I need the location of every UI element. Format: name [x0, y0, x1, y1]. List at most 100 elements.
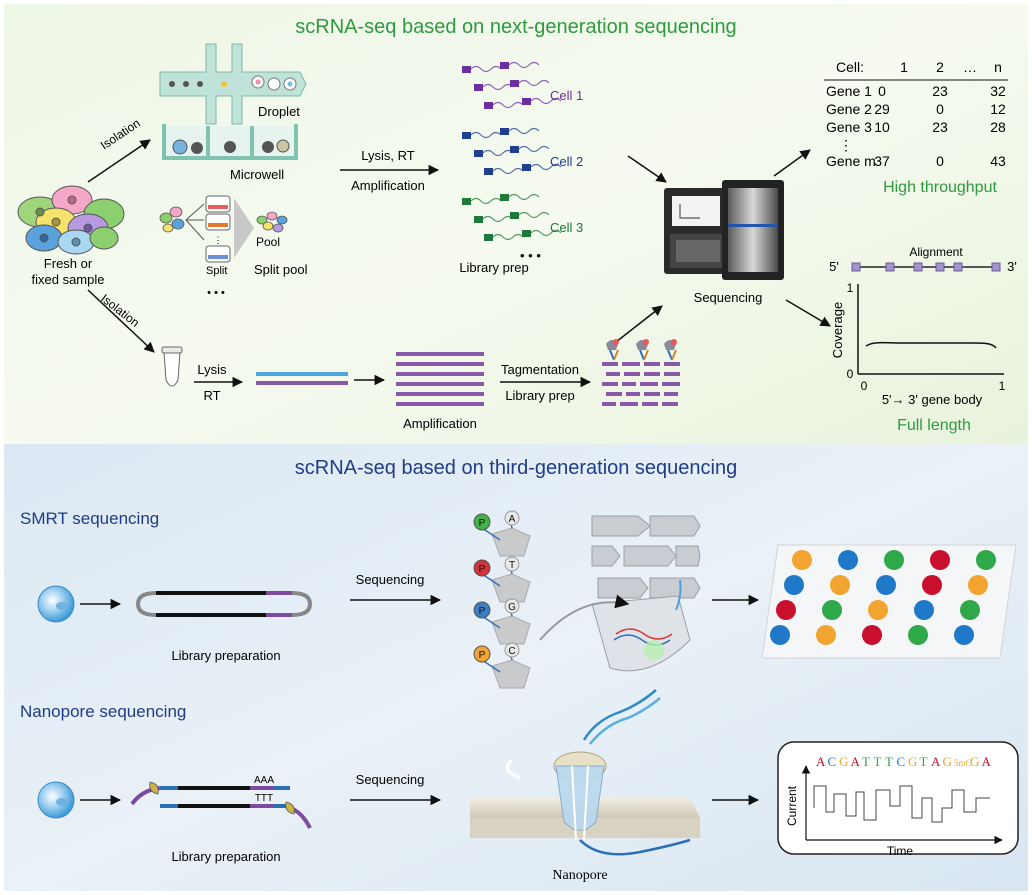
sequencer-instrument-icon — [664, 180, 784, 280]
isolation-arrow-top — [87, 139, 151, 183]
nanopore-library-construct-icon — [130, 781, 312, 829]
tagmented-fragments — [602, 339, 680, 406]
base-call: A — [931, 754, 941, 769]
table-cell: 0 — [878, 83, 886, 99]
library-prep-label: Library prep — [459, 260, 528, 275]
microwell-label: Microwell — [230, 167, 284, 182]
base-call: C — [897, 754, 906, 769]
coverage-ytick-top: 1 — [847, 281, 854, 295]
gene-body-axis-label: 5'→ 3' gene body — [882, 392, 983, 407]
method-ellipsis: • • • — [207, 287, 225, 299]
table-row-gene: Gene 3 — [826, 119, 872, 135]
nanopore-library-label: Library preparation — [171, 849, 280, 864]
smrt-library-label: Library preparation — [171, 648, 280, 663]
amplified-cdna-stack — [396, 352, 484, 406]
nanopore-membrane-icon — [470, 689, 700, 856]
split-label: Split — [206, 265, 227, 277]
table-cell: 37 — [874, 153, 890, 169]
phosphate-label: P — [479, 564, 486, 575]
smrt-heading: SMRT sequencing — [20, 509, 159, 528]
current-signal-box — [777, 741, 1019, 855]
phosphate-label: P — [479, 606, 486, 617]
base-call: G — [908, 754, 917, 769]
base-call: G — [839, 754, 848, 769]
base-call: T — [862, 754, 870, 769]
fluorescence-dot — [792, 550, 812, 570]
arrow-to-sequencer-bottom — [615, 305, 663, 343]
table-row-gene: Gene 1 — [826, 83, 872, 99]
cell-3-label: Cell 3 — [550, 220, 583, 235]
alignment-label: Alignment — [909, 245, 963, 259]
polymerase-well-detail — [613, 579, 682, 660]
fluorescence-dot — [976, 550, 996, 570]
fluorescence-dot — [914, 600, 934, 620]
three-prime-label: 3' — [1007, 259, 1017, 274]
fluorescence-dot — [954, 625, 974, 645]
poly-a-label: AAA — [254, 775, 274, 786]
coverage-axis-label: Coverage — [830, 302, 845, 358]
microwell-plate-icon — [162, 124, 298, 160]
table-vertical-ellipsis: ⋮ — [839, 137, 853, 153]
cell-libraries: Cell 1 Cell 2 Cell 3 — [462, 61, 583, 241]
base-label: T — [509, 560, 515, 571]
smrtbell-template-icon — [135, 591, 313, 617]
fluorescence-dot — [884, 550, 904, 570]
tgs-title: scRNA-seq based on third-generation sequ… — [295, 457, 738, 479]
table-cell: 0 — [936, 153, 944, 169]
cell-ellipsis: • • • — [520, 248, 541, 263]
lysis-rt-label: Lysis, RT — [361, 148, 415, 163]
table-cell: 29 — [874, 101, 890, 117]
phosphate-label: P — [479, 650, 486, 661]
base-label: G — [508, 602, 516, 613]
base-call: G — [970, 754, 979, 769]
amplification-top-label: Amplification — [351, 178, 425, 193]
table-row-gene: Gene m — [826, 153, 876, 169]
fluorescence-dot — [776, 600, 796, 620]
fluorescence-dot — [922, 575, 942, 595]
fluorescence-dot — [838, 550, 858, 570]
fluorescence-dot — [784, 575, 804, 595]
fluorescence-dot — [908, 625, 928, 645]
table-cell: 0 — [936, 101, 944, 117]
fluorescence-dot — [968, 575, 988, 595]
nanopore-sequencing-label: Sequencing — [356, 772, 425, 787]
zmw-array-icon — [591, 515, 701, 672]
ngs-title: scRNA-seq based on next-generation seque… — [295, 16, 736, 38]
nanopore-label: Nanopore — [552, 868, 607, 883]
base-label: C — [508, 646, 515, 657]
fluorescence-dot — [816, 625, 836, 645]
arrow-to-coverage — [785, 299, 831, 327]
svg-text:⋮: ⋮ — [214, 235, 223, 245]
table-col-header: … — [963, 59, 977, 75]
single-cell-icon — [37, 585, 75, 623]
cell-2-label: Cell 2 — [550, 154, 583, 169]
single-cell-icon-2 — [37, 781, 75, 819]
coverage-xtick-right: 1 — [999, 379, 1006, 393]
table-col-header: 1 — [900, 59, 908, 75]
base-call: T — [920, 754, 928, 769]
lysis-label: Lysis — [197, 362, 227, 377]
tube-icon — [161, 346, 183, 387]
table-col-header: n — [994, 59, 1002, 75]
sample-label-line-1: Fresh or — [44, 256, 93, 271]
fluorescence-dot — [930, 550, 950, 570]
base-call: A — [816, 754, 826, 769]
table-header-cell-label: Cell: — [836, 59, 864, 75]
base-call: A — [851, 754, 861, 769]
poly-t-label: TTT — [255, 793, 273, 804]
fluorescence-dot — [960, 600, 980, 620]
fluorescence-dot — [868, 600, 888, 620]
cell-1-label: Cell 1 — [550, 88, 583, 103]
rt-label: RT — [203, 388, 220, 403]
fluorescence-dot — [862, 625, 882, 645]
arrow-to-sequencer-top — [627, 155, 667, 183]
table-cell: 12 — [990, 101, 1006, 117]
table-cell: 23 — [932, 119, 948, 135]
library-prep-bottom-label: Library prep — [505, 388, 574, 403]
base-call: T — [885, 754, 893, 769]
five-prime-label: 5' — [829, 259, 839, 274]
